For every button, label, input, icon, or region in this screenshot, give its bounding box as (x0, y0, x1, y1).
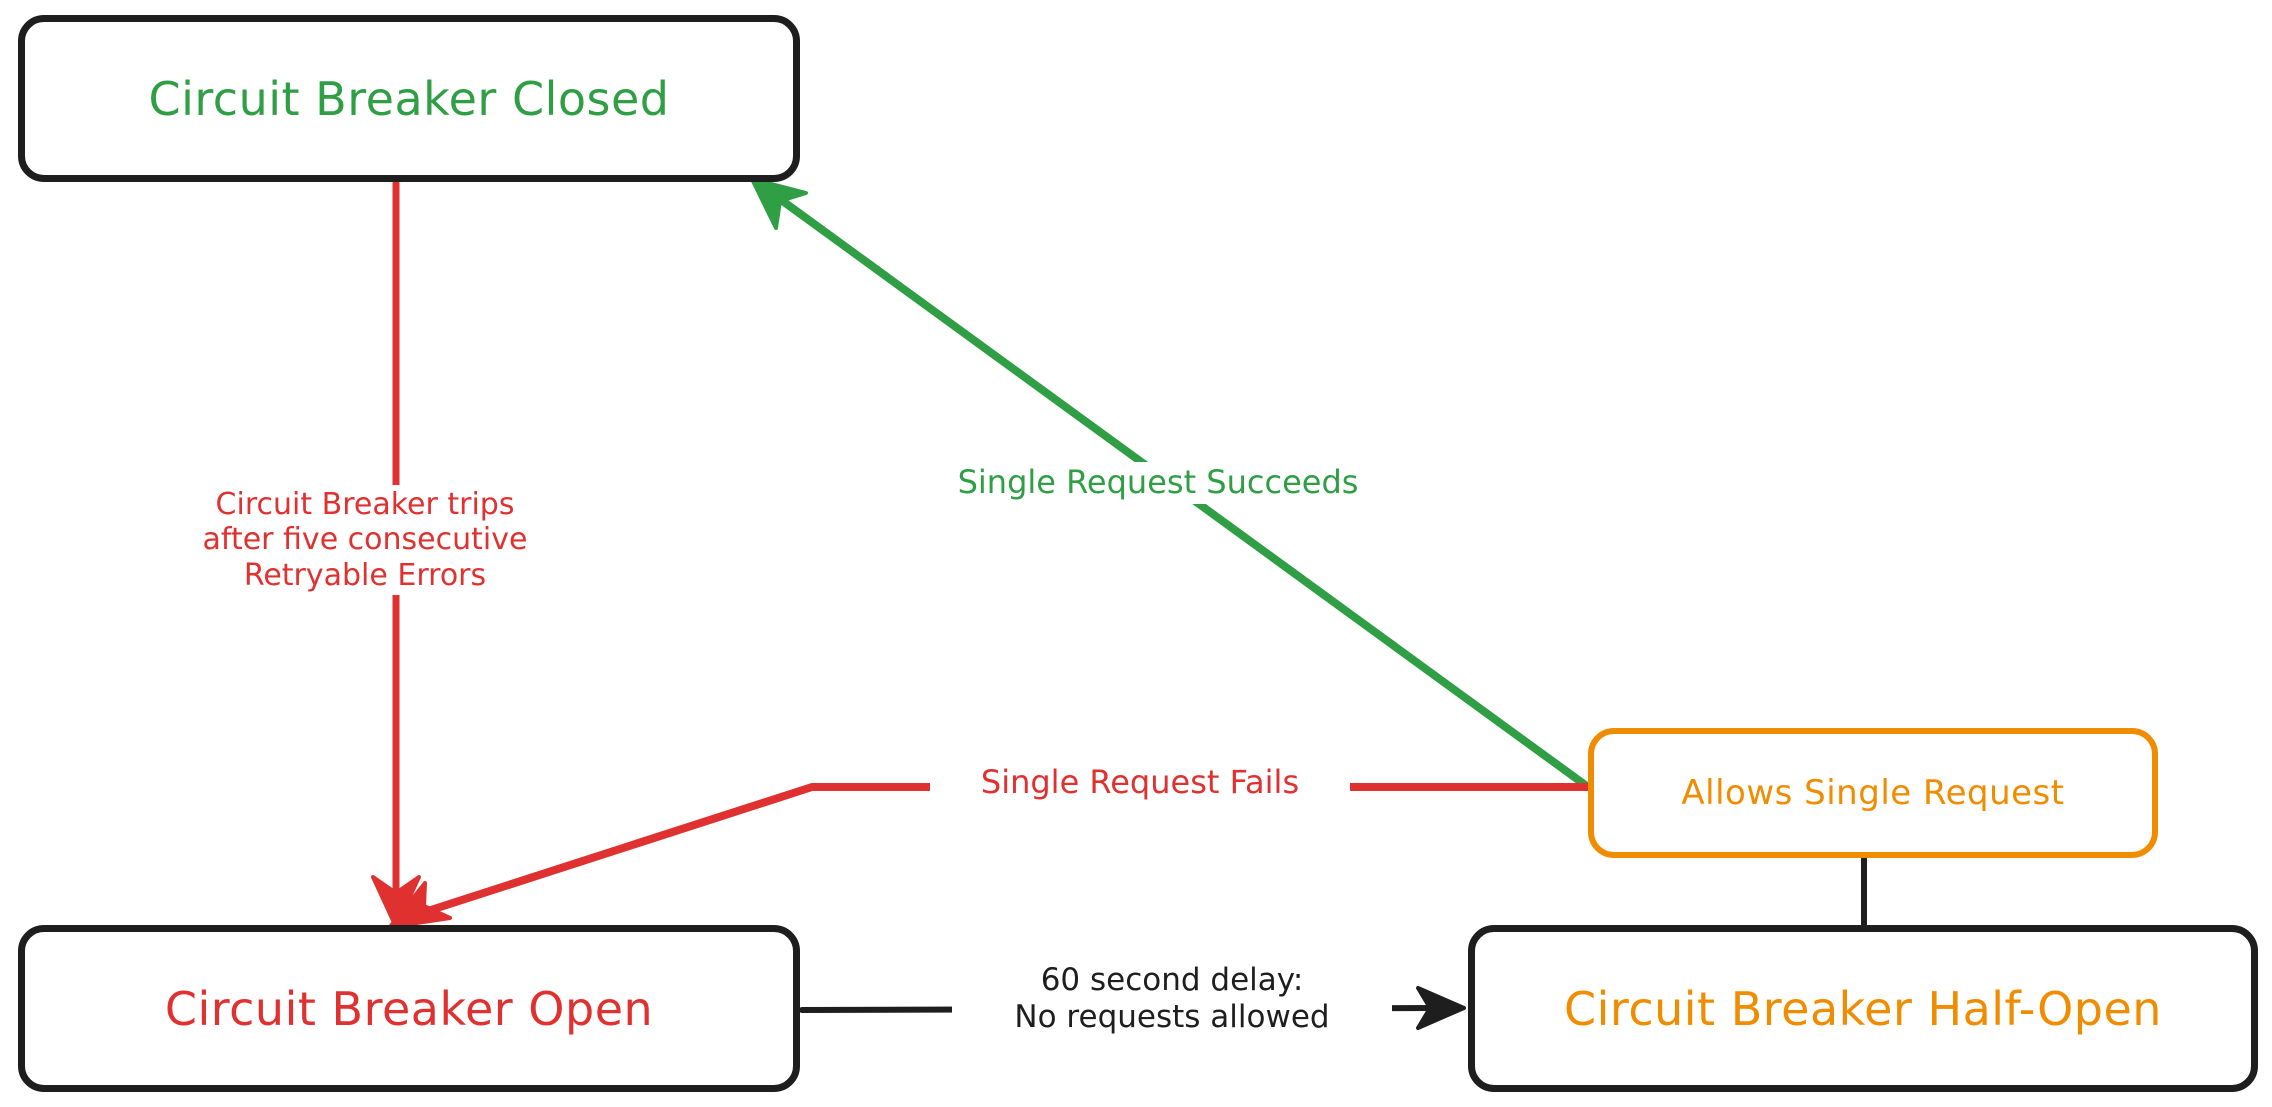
edge-allows-to-open (388, 783, 1592, 929)
edge-label-closed-to-open: Circuit Breaker trips after five consecu… (160, 485, 570, 596)
node-label-closed: Circuit Breaker Closed (148, 71, 670, 126)
node-label-open: Circuit Breaker Open (164, 981, 654, 1036)
node-allows-single-request[interactable]: Allows Single Request (1588, 728, 2158, 858)
node-label-half-open: Circuit Breaker Half-Open (1564, 981, 2162, 1036)
node-circuit-breaker-open[interactable]: Circuit Breaker Open (18, 925, 800, 1092)
node-label-allows-single-request: Allows Single Request (1681, 773, 2065, 813)
node-circuit-breaker-half-open[interactable]: Circuit Breaker Half-Open (1468, 925, 2258, 1092)
edge-label-single-request-succeeds: Single Request Succeeds (908, 462, 1408, 504)
edge-label-single-request-fails: Single Request Fails (930, 762, 1350, 804)
node-circuit-breaker-closed[interactable]: Circuit Breaker Closed (18, 15, 800, 182)
edge-label-sixty-second-delay: 60 second delay: No requests allowed (952, 960, 1392, 1038)
